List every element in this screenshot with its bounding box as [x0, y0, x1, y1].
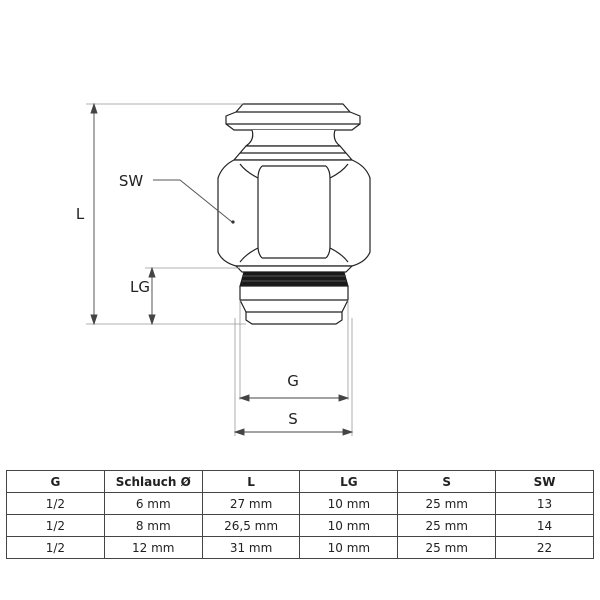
label-S: S	[288, 410, 298, 428]
sw-leader	[153, 179, 235, 224]
table-cell: 25 mm	[397, 514, 497, 537]
table-cell: 25 mm	[397, 536, 497, 559]
label-SW: SW	[119, 172, 144, 190]
release-ring	[225, 103, 361, 131]
header-cell: SW	[495, 470, 594, 493]
spec-table-header-row: G Schlauch Ø L LG S SW	[6, 470, 594, 493]
table-cell: 27 mm	[201, 492, 301, 515]
table-cell: 8 mm	[103, 514, 203, 537]
collet-neck	[245, 129, 341, 147]
table-cell: 14	[495, 514, 594, 537]
table-cell: 31 mm	[201, 536, 301, 559]
table-cell: 1/2	[6, 536, 105, 559]
header-cell: LG	[299, 470, 399, 493]
table-cell: 1/2	[6, 492, 105, 515]
table-row: 1/2 12 mm 31 mm 10 mm 25 mm 22	[6, 536, 594, 559]
header-cell: S	[397, 470, 497, 493]
label-L: L	[76, 205, 85, 223]
table-cell: 10 mm	[299, 514, 399, 537]
header-cell: G	[6, 470, 105, 493]
table-row: 1/2 6 mm 27 mm 10 mm 25 mm 13	[6, 492, 594, 515]
header-cell: Schlauch Ø	[103, 470, 203, 493]
table-cell: 26,5 mm	[201, 514, 301, 537]
table-cell: 6 mm	[103, 492, 203, 515]
table-cell: 22	[495, 536, 594, 559]
table-cell: 10 mm	[299, 492, 399, 515]
spec-table: G Schlauch Ø L LG S SW 1/2 6 mm 27 mm 10…	[6, 470, 594, 559]
fitting-drawing: L SW LG G S	[76, 102, 371, 436]
table-cell: 10 mm	[299, 536, 399, 559]
label-LG: LG	[130, 278, 150, 296]
threaded-tail	[239, 285, 349, 325]
thread-seal	[239, 271, 349, 287]
table-cell: 1/2	[6, 514, 105, 537]
table-row: 1/2 8 mm 26,5 mm 10 mm 25 mm 14	[6, 514, 594, 537]
table-cell: 25 mm	[397, 492, 497, 515]
hex-nut	[217, 159, 371, 267]
table-cell: 12 mm	[103, 536, 203, 559]
label-G: G	[287, 372, 299, 390]
lower-chamfer	[235, 265, 353, 273]
header-cell: L	[201, 470, 301, 493]
table-cell: 13	[495, 492, 594, 515]
